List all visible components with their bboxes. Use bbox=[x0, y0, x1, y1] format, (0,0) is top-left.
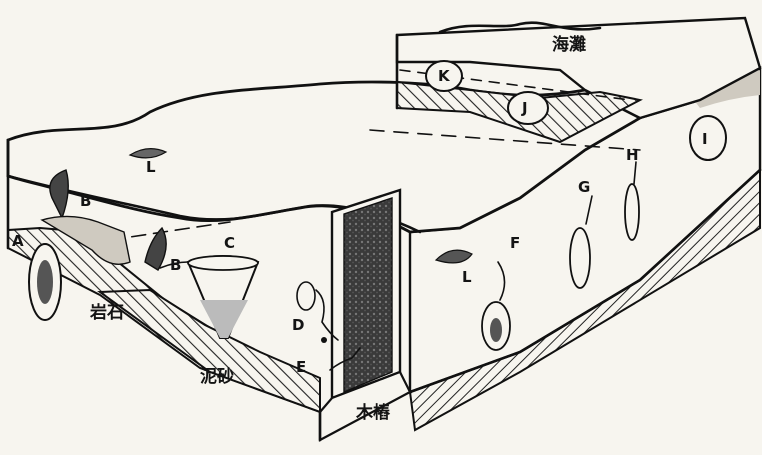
specimen-j-clam bbox=[508, 92, 548, 124]
label-l-lower: L bbox=[462, 268, 472, 286]
label-b-upper: B bbox=[80, 192, 91, 210]
label-k: K bbox=[438, 67, 451, 85]
label-wood-piling: 木樁 bbox=[355, 402, 391, 423]
specimen-a-shell bbox=[29, 244, 61, 320]
label-d: D bbox=[292, 316, 304, 334]
label-beach: 海灘 bbox=[552, 34, 586, 55]
label-f: F bbox=[510, 234, 520, 252]
label-i: I bbox=[702, 130, 708, 148]
label-mud-sand: 泥砂 bbox=[200, 366, 234, 387]
label-b-lower: B bbox=[170, 256, 181, 274]
label-g: G bbox=[578, 178, 590, 196]
specimen-i-clam bbox=[690, 116, 726, 160]
label-e: E bbox=[296, 358, 306, 376]
label-l-upper: L bbox=[146, 158, 156, 176]
label-j: J bbox=[521, 99, 528, 117]
label-h: H bbox=[626, 146, 639, 164]
label-c: C bbox=[224, 234, 235, 252]
label-a: A bbox=[12, 232, 24, 250]
label-rock: 岩石 bbox=[89, 302, 124, 323]
